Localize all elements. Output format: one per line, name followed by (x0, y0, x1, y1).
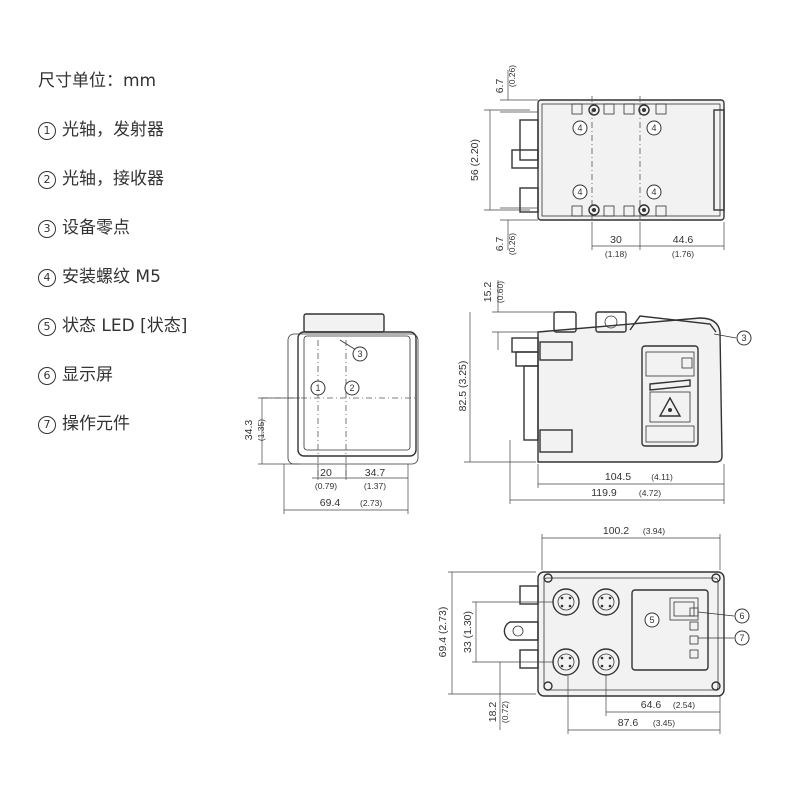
dim-w1045: 104.5 (605, 471, 631, 483)
dim-h152: 15.2 (482, 282, 494, 303)
side-view: 3 15.2 (0.60) 82.5 (3.25) 104.5 (4.11) 1… (457, 280, 752, 504)
callout-3: 3 (357, 349, 362, 359)
callout-4: 4 (577, 187, 582, 197)
callout-2: 2 (349, 383, 354, 393)
dim-w446: 44.6 (673, 234, 694, 246)
dim-w446-in: (1.76) (672, 249, 694, 259)
dim-w1045-in: (4.11) (651, 472, 673, 482)
connector (592, 588, 620, 616)
dim-h694: 69.4 (2.73) (437, 607, 449, 658)
dim-bot-gap: 6.7 (494, 237, 506, 252)
dim-w1002-in: (3.94) (643, 526, 665, 536)
callout-5: 5 (649, 615, 654, 625)
dim-h825: 82.5 (3.25) (457, 361, 469, 412)
callout-1: 1 (315, 383, 320, 393)
dim-w694: 69.4 (320, 497, 341, 509)
dim-h343: 34.3 (243, 420, 255, 441)
dim-top-gap-in: (0.26) (507, 65, 517, 87)
unit-note: 尺寸单位：mm (38, 71, 157, 91)
dim-w30-in: (1.18) (605, 249, 627, 259)
front-view: 1 2 3 34.3 (1.35) 20 (0.79) 34.7 (1.37) … (243, 313, 419, 514)
dim-h152-in: (0.60) (495, 281, 505, 303)
callout-4: 4 (651, 187, 656, 197)
dim-h182: 18.2 (487, 702, 499, 723)
top-view: 4 4 4 4 6.7 (0.26) 56 (2.20) 6.7 (0.26) … (469, 65, 725, 259)
callout-4: 4 (651, 123, 656, 133)
callout-4: 4 (577, 123, 582, 133)
bottom-view: 5 6 7 100.2 (3.94) 69.4 (2.73) 33 (1.30)… (437, 525, 750, 734)
dim-w1199: 119.9 (591, 487, 617, 499)
dim-w876-in: (3.45) (653, 718, 675, 728)
callout-7: 7 (739, 633, 744, 643)
dim-top-height: 56 (2.20) (469, 139, 481, 181)
callout-3: 3 (741, 333, 746, 343)
dim-w1002: 100.2 (603, 525, 629, 537)
dim-w20-in: (0.79) (315, 481, 337, 491)
dim-w876: 87.6 (618, 717, 639, 729)
dim-w20: 20 (320, 467, 332, 479)
dim-top-gap: 6.7 (494, 79, 506, 94)
dim-w694-in: (2.73) (360, 498, 382, 508)
callout-6: 6 (739, 611, 744, 621)
dim-h182-in: (0.72) (500, 701, 510, 723)
dim-w30: 30 (610, 234, 622, 246)
dim-w646-in: (2.54) (673, 700, 695, 710)
dim-h343-in: (1.35) (256, 419, 266, 441)
connector (592, 648, 620, 676)
dim-w646: 64.6 (641, 699, 662, 711)
dim-w1199-in: (4.72) (639, 488, 661, 498)
dim-bot-gap-in: (0.26) (507, 233, 517, 255)
dim-w347: 34.7 (365, 467, 386, 479)
dim-h33: 33 (1.30) (462, 611, 474, 653)
dim-w347-in: (1.37) (364, 481, 386, 491)
